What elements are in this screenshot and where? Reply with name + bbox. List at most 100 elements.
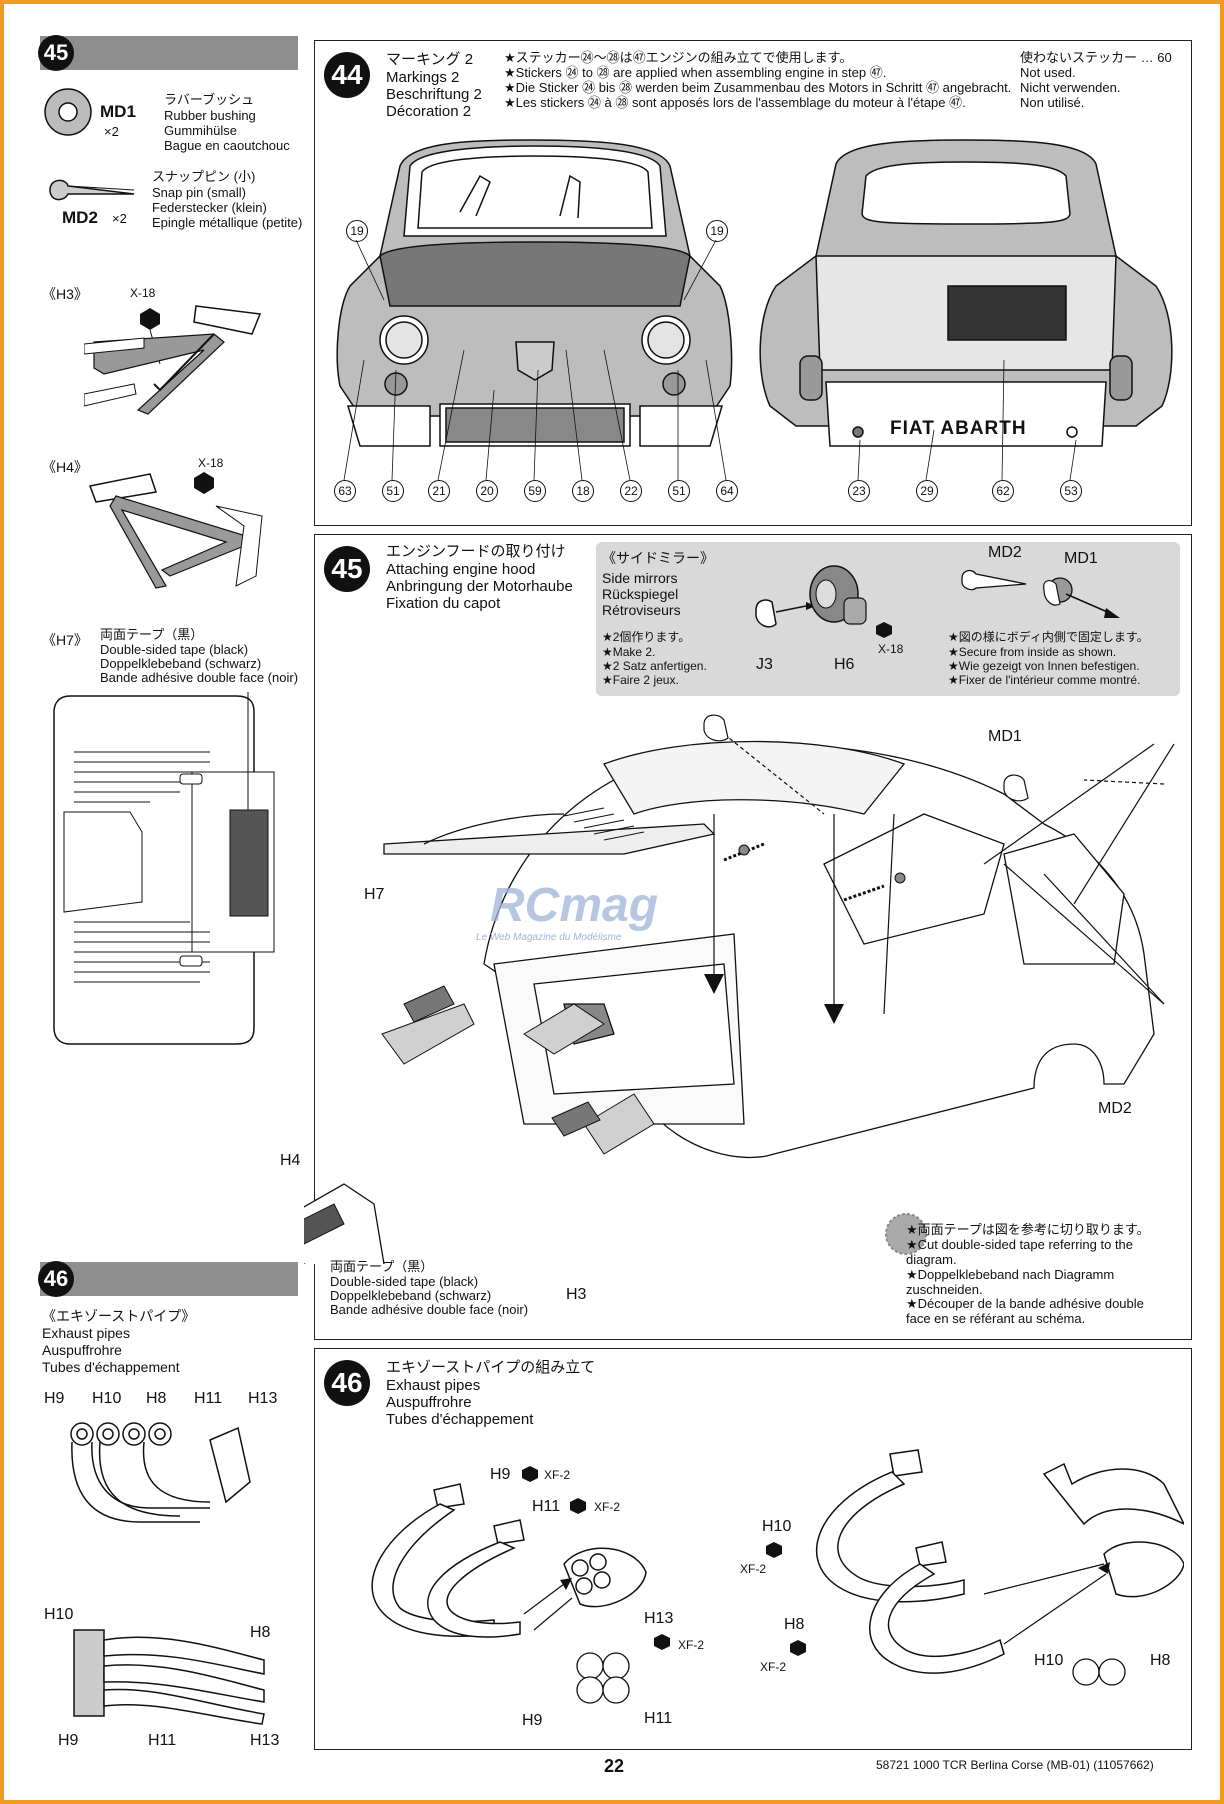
h7-tape-ja: 両面テープ（黒） bbox=[100, 627, 204, 642]
step44-title-fr: Décoration 2 bbox=[386, 103, 472, 120]
model-code: 58721 1000 TCR Berlina Corse (MB-01) (11… bbox=[876, 1758, 1154, 1772]
side-mirror-panel bbox=[596, 542, 1180, 696]
tape-de: Doppelklebeband (schwarz) bbox=[330, 1288, 492, 1303]
step46-parts-header bbox=[40, 1262, 298, 1296]
left-label-h10-bottom: H10 bbox=[44, 1606, 74, 1623]
md1-qty: ×2 bbox=[104, 124, 119, 139]
callout-18: 18 bbox=[572, 480, 594, 502]
tape-en: Double-sided tape (black) bbox=[330, 1274, 479, 1289]
callout-19-left: 19 bbox=[346, 220, 368, 242]
left-label-h8: H8 bbox=[146, 1390, 167, 1407]
left-label-h10: H10 bbox=[92, 1390, 122, 1407]
screw-b-label: XF-2 bbox=[594, 1500, 621, 1514]
car-front-view-drawing bbox=[336, 139, 733, 447]
label-h6: H6 bbox=[834, 656, 855, 673]
step46-title-en: Exhaust pipes bbox=[386, 1377, 481, 1394]
step44-note-en: ★Stickers ㉔ to ㉘ are applied when assemb… bbox=[504, 65, 887, 80]
cut-tape-de: ★Doppelklebeband nach Diagramm zuschneid… bbox=[906, 1267, 1115, 1297]
step44-title-ja: マーキング 2 bbox=[386, 51, 474, 68]
unused-stickers-fr: Non utilisé. bbox=[1020, 95, 1085, 110]
label-h4: H4 bbox=[280, 1152, 301, 1169]
md1-code: MD1 bbox=[100, 102, 136, 121]
step46-title-fr: Tubes d'échappement bbox=[386, 1411, 534, 1428]
exhaust-parts-top-drawing bbox=[70, 1422, 251, 1523]
secure-en: ★Secure from inside as shown. bbox=[948, 645, 1117, 659]
rubber-bushing-icon bbox=[44, 88, 92, 136]
label-h13: H13 bbox=[644, 1610, 674, 1627]
exhaust-parts-bottom-drawing bbox=[73, 1629, 265, 1725]
make2-ja: ★2個作ります。 bbox=[602, 630, 691, 644]
make2-fr: ★Faire 2 jeux. bbox=[602, 673, 679, 687]
side-mirror-fr: Rétroviseurs bbox=[602, 602, 681, 618]
h4-screw-label: X-18 bbox=[198, 456, 224, 470]
md2-ja: スナップピン (小) bbox=[152, 169, 256, 184]
left-label-h8-bottom: H8 bbox=[250, 1624, 271, 1641]
step45-title-en: Attaching engine hood bbox=[386, 561, 536, 578]
step45-badge: 45 bbox=[324, 546, 370, 592]
label-h8: H8 bbox=[784, 1616, 805, 1633]
md1-de: Gummihülse bbox=[164, 123, 237, 138]
screw-d-label: XF-2 bbox=[740, 1562, 767, 1576]
step44-note-de: ★Die Sticker ㉔ bis ㉘ werden beim Zusamme… bbox=[504, 80, 1012, 95]
h7-title: 《H7》 bbox=[42, 632, 88, 648]
label-md1: MD1 bbox=[988, 728, 1022, 745]
h7-tape-fr: Bande adhésive double face (noir) bbox=[100, 670, 299, 685]
callout-21: 21 bbox=[428, 480, 450, 502]
step46-parts-badge: 46 bbox=[38, 1261, 74, 1297]
label-h11-end: H11 bbox=[644, 1710, 673, 1727]
md2-en: Snap pin (small) bbox=[152, 185, 246, 200]
car-rear-view-drawing bbox=[759, 139, 1173, 447]
step45-title-de: Anbringung der Motorhaube bbox=[386, 578, 573, 595]
mirror-fixing-drawing bbox=[961, 569, 1120, 618]
step45-parts-header bbox=[40, 36, 298, 70]
xf2-screw-d-icon bbox=[766, 1542, 782, 1558]
secure-ja: ★図の様にボディ内側で固定します。 bbox=[948, 630, 1149, 644]
step45-title-fr: Fixation du capot bbox=[386, 595, 501, 612]
callout-51-left: 51 bbox=[382, 480, 404, 502]
h7-engine-hood-drawing bbox=[53, 692, 275, 1045]
label-h7: H7 bbox=[364, 886, 385, 903]
md1-fr: Bague en caoutchouc bbox=[164, 138, 290, 153]
label-h10: H10 bbox=[762, 1518, 792, 1535]
side-mirror-en: Side mirrors bbox=[602, 570, 678, 586]
page-number: 22 bbox=[604, 1756, 625, 1776]
scissors-badge-icon bbox=[885, 1213, 927, 1255]
step44-leader-lines bbox=[343, 240, 1077, 480]
step46-title-de: Auspuffrohre bbox=[386, 1394, 472, 1411]
h3-part-drawing bbox=[84, 305, 262, 415]
secure-fr: ★Fixer de l'intérieur comme montré. bbox=[948, 673, 1141, 687]
cut-tape-ja: ★両面テープは図を参考に切り取ります。 bbox=[906, 1222, 1150, 1237]
mirror-label-md2: MD2 bbox=[988, 544, 1022, 561]
md2-de: Federstecker (klein) bbox=[152, 200, 267, 215]
tape-fr: Bande adhésive double face (noir) bbox=[330, 1302, 529, 1317]
left-label-h13: H13 bbox=[248, 1390, 278, 1407]
h3-screw-label: X-18 bbox=[130, 286, 156, 300]
step45-title-ja: エンジンフードの取り付け bbox=[386, 543, 566, 560]
snap-pin-icon bbox=[49, 179, 135, 201]
screw-a-label: XF-2 bbox=[544, 1468, 571, 1482]
step46-badge: 46 bbox=[324, 1360, 370, 1406]
unused-stickers-de: Nicht verwenden. bbox=[1020, 80, 1121, 95]
mirror-screw-label: X-18 bbox=[878, 642, 904, 656]
left-label-h13-bottom: H13 bbox=[250, 1732, 280, 1749]
label-h3: H3 bbox=[566, 1286, 587, 1303]
step44-title-en: Markings 2 bbox=[386, 69, 460, 86]
callout-59: 59 bbox=[524, 480, 546, 502]
screw-e-label: XF-2 bbox=[760, 1660, 787, 1674]
engine-hood-assembly-drawing bbox=[304, 714, 1175, 1264]
callout-19-right: 19 bbox=[706, 220, 728, 242]
unused-stickers-ja: 使わないステッカー … 60 bbox=[1020, 50, 1172, 65]
xf2-screw-b-icon bbox=[570, 1498, 586, 1514]
label-md2: MD2 bbox=[1098, 1100, 1132, 1117]
callout-62: 62 bbox=[992, 480, 1014, 502]
xf2-screw-c-icon bbox=[654, 1634, 670, 1650]
mirror-label-md1: MD1 bbox=[1064, 550, 1098, 567]
label-h9: H9 bbox=[490, 1466, 511, 1483]
step44-badge: 44 bbox=[324, 52, 370, 98]
md2-code: MD2 bbox=[62, 208, 98, 227]
secure-de: ★Wie gezeigt von Innen befestigen. bbox=[948, 659, 1140, 673]
xf2-screw-e-icon bbox=[790, 1640, 806, 1656]
cut-tape-en: ★Cut double-sided tape referring to the … bbox=[906, 1237, 1134, 1267]
h4-title: 《H4》 bbox=[42, 459, 88, 475]
make2-en: ★Make 2. bbox=[602, 645, 656, 659]
